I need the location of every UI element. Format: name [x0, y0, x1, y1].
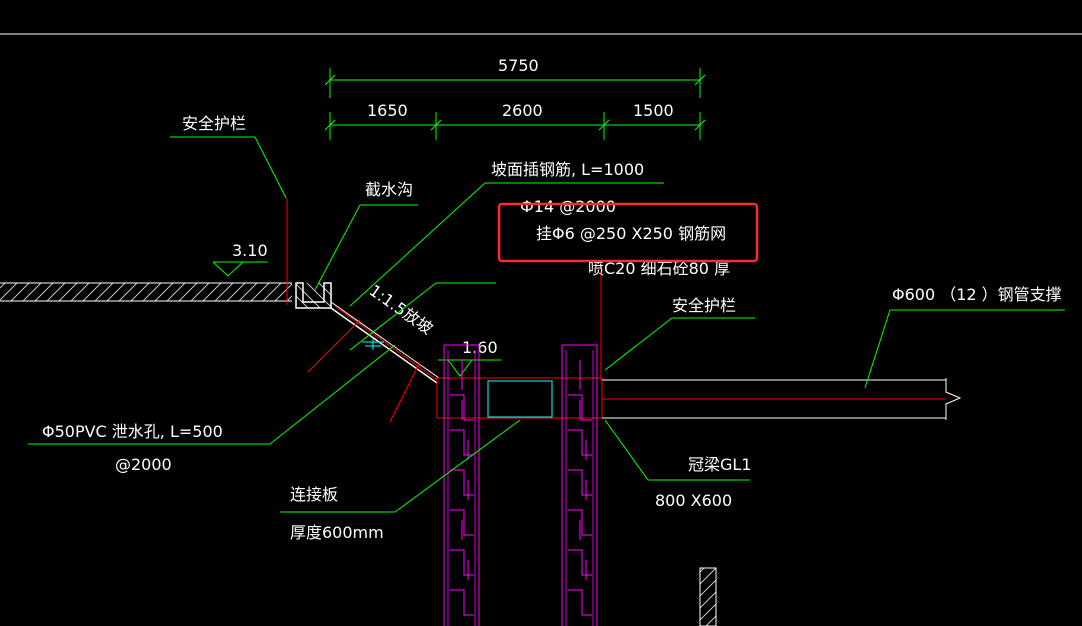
- drainage-ditch: [295, 282, 332, 309]
- elevation-beam-label: 1.60: [462, 338, 498, 357]
- pile-right: [561, 344, 598, 626]
- slope-face: [330, 301, 440, 384]
- elevation-marker-beam: [438, 359, 502, 377]
- label-crown-beam-size: 800 X600: [655, 491, 732, 510]
- dim-overall-label: 5750: [498, 56, 539, 75]
- label-slope-rebar: 坡面插钢筋, L=1000: [491, 160, 644, 179]
- dim-segment-3-label: 1500: [633, 101, 674, 120]
- label-pvc-spacing: @2000: [115, 455, 172, 474]
- pvc-drain-symbol: [362, 338, 384, 350]
- elevation-marker-top: [212, 261, 268, 277]
- crown-beam: [436, 377, 603, 419]
- ground-surface: [0, 282, 292, 302]
- label-pvc-drain: Φ50PVC 泄水孔, L=500: [42, 422, 223, 441]
- connection-plate: [487, 380, 553, 418]
- label-drainage-ditch: 截水沟: [365, 180, 413, 199]
- section-marker-bottom: [699, 567, 717, 626]
- slope-rebars: [307, 319, 421, 423]
- label-mesh-spec: 挂Φ6 @250 X250 钢筋网: [536, 224, 726, 243]
- elevation-top-label: 3.10: [232, 241, 268, 260]
- label-plate-thickness: 厚度600mm: [290, 523, 384, 542]
- label-connection-plate: 连接板: [290, 485, 338, 504]
- dim-segment-2-label: 2600: [502, 101, 543, 120]
- leader-lines: [28, 136, 1065, 513]
- label-rebar-spec: Ф14 @2000: [520, 197, 616, 216]
- steel-pipe-strut: [602, 378, 962, 420]
- dim-segment-1-label: 1650: [367, 101, 408, 120]
- label-guardrail-left: 安全护栏: [182, 114, 246, 133]
- pile-left: [443, 344, 480, 626]
- label-shotcrete: 喷C20 细石砼80 厚: [588, 259, 730, 278]
- dimension-group: [324, 68, 706, 140]
- label-guardrail-right: 安全护栏: [672, 296, 736, 315]
- label-steel-pipe: Φ600 （12 ）钢管支撑: [892, 285, 1062, 304]
- label-crown-beam: 冠梁GL1: [688, 455, 752, 474]
- highlight-annotation-box[interactable]: [497, 202, 759, 263]
